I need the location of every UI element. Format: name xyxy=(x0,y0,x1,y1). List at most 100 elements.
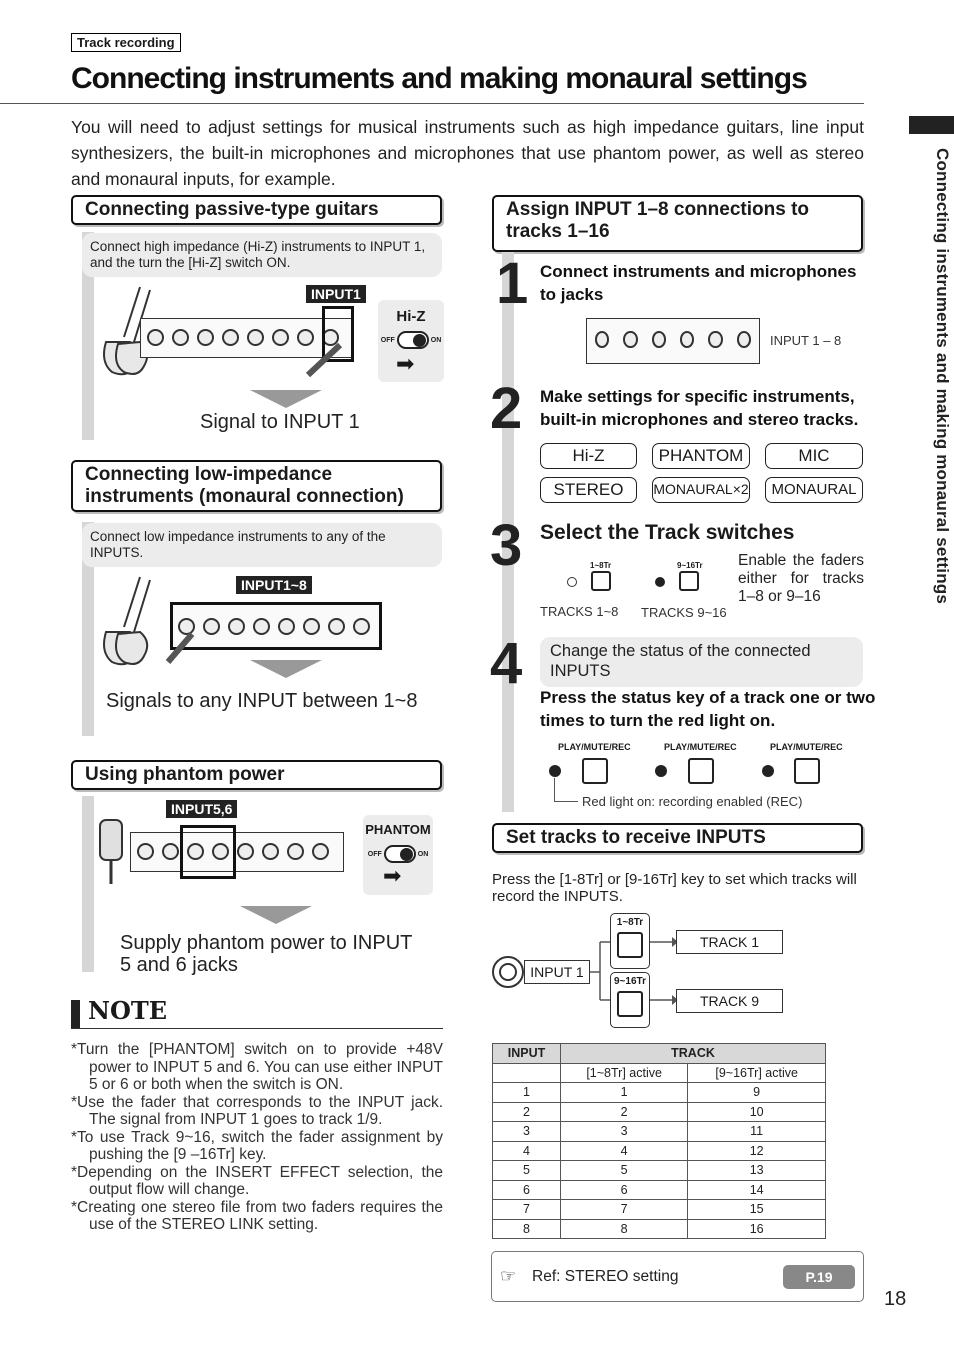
red-led-icon xyxy=(655,765,667,777)
table-cell: 7 xyxy=(559,1199,689,1220)
off-label: OFF xyxy=(367,850,382,858)
status-key-3[interactable] xyxy=(794,758,820,784)
down-arrow-icon xyxy=(250,390,322,408)
note-list: *Turn the [PHANTOM] switch on to provide… xyxy=(71,1041,443,1234)
key-1-8tr[interactable] xyxy=(591,571,611,591)
table-cell: 15 xyxy=(687,1199,826,1220)
step-2-number: 2 xyxy=(490,376,523,441)
step-4-bubble: Change the status of the connected INPUT… xyxy=(540,637,863,687)
receive-heading: Set tracks to receive INPUTS xyxy=(492,823,863,853)
play-mute-rec-label: PLAY/MUTE/REC xyxy=(664,742,737,752)
hiz-toggle[interactable] xyxy=(396,331,429,349)
step-2-heading: Make settings for specific instruments, … xyxy=(540,385,858,431)
red-led-icon xyxy=(549,765,561,777)
key-9-16tr-button[interactable] xyxy=(617,991,643,1017)
steps-section-bar xyxy=(502,252,514,812)
reference-text: Ref: STEREO setting xyxy=(532,1268,679,1285)
mic-key[interactable]: MIC xyxy=(765,443,863,469)
step-1-heading: Connect instruments and microphones to j… xyxy=(540,260,856,306)
input-1-8-caption: INPUT 1 – 8 xyxy=(770,333,842,348)
lowimp-bubble: Connect low impedance instruments to any… xyxy=(82,523,442,567)
phantom-heading: Using phantom power xyxy=(71,760,442,790)
reference-box: ☞ Ref: STEREO setting P.19 xyxy=(491,1251,864,1302)
table-cell: 8 xyxy=(559,1218,689,1239)
table-cell: 5 xyxy=(559,1160,689,1181)
stereo-key[interactable]: STEREO xyxy=(540,477,637,503)
passive-caption: Signal to INPUT 1 xyxy=(200,411,360,433)
step-3-description: Enable the faders either for tracks 1–8 … xyxy=(738,552,864,605)
phantom-switch-panel: PHANTOM OFF ON ➡ xyxy=(363,815,433,895)
hiz-key[interactable]: Hi-Z xyxy=(540,443,637,469)
key-9-16tr-label: 9~16Tr xyxy=(677,561,703,570)
step-4-line2: times to turn the red light on. xyxy=(540,711,776,730)
step-2-line1: Make settings for specific instruments, xyxy=(540,387,855,406)
table-cell: 8 xyxy=(492,1218,561,1239)
table-cell: 2 xyxy=(492,1101,561,1122)
table-cell: 6 xyxy=(492,1179,561,1200)
table-cell: 7 xyxy=(492,1199,561,1220)
phantom-caption: Supply phantom power to INPUT 5 and 6 ja… xyxy=(120,932,412,976)
down-arrow-icon xyxy=(240,906,312,924)
arrow-right-icon: ➡ xyxy=(383,863,402,888)
monaural-key[interactable]: MONAURAL xyxy=(765,477,863,503)
step-3-heading: Select the Track switches xyxy=(540,521,795,544)
note-marker xyxy=(71,1000,80,1028)
step-3-number: 3 xyxy=(490,513,523,578)
routing-lines xyxy=(590,937,678,1005)
step-2-line2: built-in microphones and stereo tracks. xyxy=(540,410,859,429)
input1-label: INPUT1 xyxy=(306,285,366,303)
callout-line xyxy=(554,778,555,802)
table-cell: 2 xyxy=(559,1101,689,1122)
input1-highlight xyxy=(322,306,354,362)
step-1-line2: to jacks xyxy=(540,285,604,304)
page-number: 18 xyxy=(884,1288,907,1310)
phantom-toggle[interactable] xyxy=(383,845,416,863)
table-cell: 12 xyxy=(687,1140,826,1161)
lowimp-heading-line1: Connecting low-impedance xyxy=(85,464,333,485)
tracks-9-16-label: TRACKS 9~16 xyxy=(641,605,727,620)
key-9-16tr-text: 9~16Tr xyxy=(614,976,646,987)
key-1-8tr-text: 1~8Tr xyxy=(616,917,644,928)
input-1-box: INPUT 1 xyxy=(524,960,590,984)
status-key-1[interactable] xyxy=(582,758,608,784)
mixer-panel-phantom xyxy=(130,832,344,872)
phantom-caption-line1: Supply phantom power to INPUT xyxy=(120,932,413,954)
note-heading: NOTE xyxy=(88,996,167,1025)
key-9-16tr-box: 9~16Tr xyxy=(610,972,650,1028)
table-cell: 4 xyxy=(559,1140,689,1161)
hiz-switch-label: Hi-Z xyxy=(396,308,426,325)
input5-6-label: INPUT5,6 xyxy=(166,800,238,818)
table-cell: 1 xyxy=(559,1082,689,1103)
key-1-8tr-box: 1~8Tr xyxy=(610,913,650,969)
assign-heading-line2: tracks 1–16 xyxy=(506,221,610,242)
intro-paragraph: You will need to adjust settings for mus… xyxy=(71,117,864,189)
table-cell: 3 xyxy=(492,1121,561,1142)
note-item: *To use Track 9~16, switch the fader ass… xyxy=(71,1128,443,1164)
status-key-2[interactable] xyxy=(688,758,714,784)
reference-page-link[interactable]: P.19 xyxy=(783,1265,855,1289)
table-cell: 5 xyxy=(492,1160,561,1181)
title-divider xyxy=(0,103,864,104)
table-cell: 1 xyxy=(492,1082,561,1103)
guitar-icon xyxy=(103,286,151,376)
key-1-8tr-button[interactable] xyxy=(617,932,643,958)
led-on-icon xyxy=(655,577,665,587)
guitar-icon xyxy=(103,576,151,666)
input-jacks-panel xyxy=(586,318,760,364)
lowimp-section-bar xyxy=(82,522,94,736)
table-cell: 6 xyxy=(559,1179,689,1200)
play-mute-rec-label: PLAY/MUTE/REC xyxy=(770,742,843,752)
microphone-icon xyxy=(99,819,123,884)
off-label: OFF xyxy=(380,336,395,344)
red-led-icon xyxy=(762,765,774,777)
step-4-heading: Press the status key of a track one or t… xyxy=(540,686,875,732)
phantom-key[interactable]: PHANTOM xyxy=(652,443,750,469)
lowimp-heading-line2: instruments (monaural connection) xyxy=(85,486,404,507)
step-1-number: 1 xyxy=(496,251,529,316)
monaural-x2-key[interactable]: MONAURAL×2 xyxy=(652,477,750,503)
note-item: *Turn the [PHANTOM] switch on to provide… xyxy=(71,1041,443,1093)
key-9-16tr[interactable] xyxy=(679,571,699,591)
